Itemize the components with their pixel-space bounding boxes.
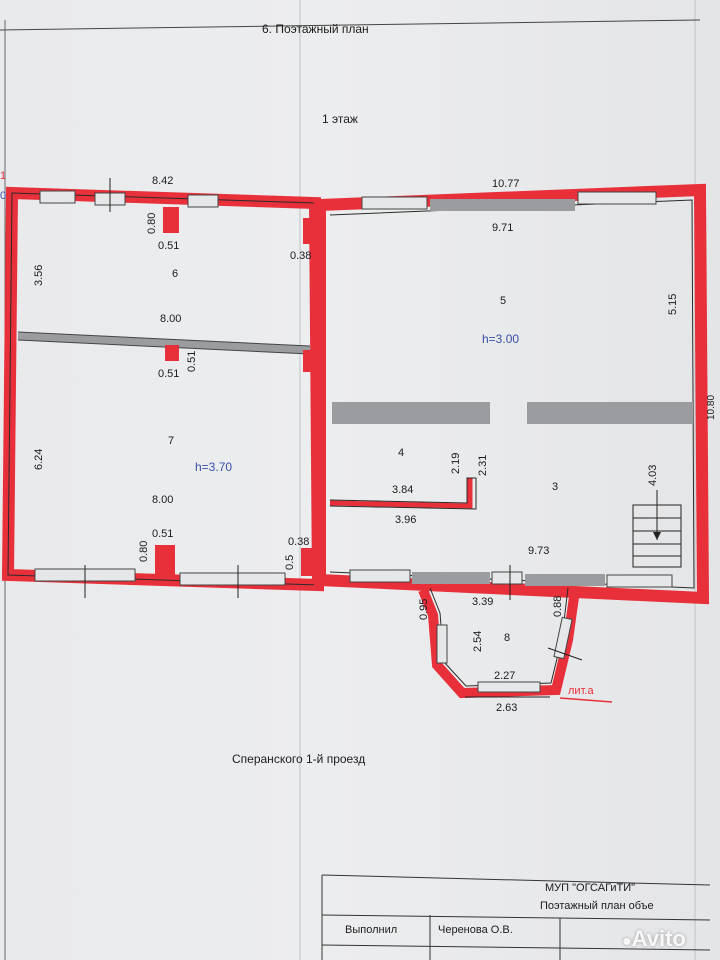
edge-mark-mid: 0 xyxy=(0,190,7,202)
dim-room4-length: 3.84 xyxy=(392,484,414,496)
dim-porch-left-side: 0.95 xyxy=(418,598,430,620)
dim-room5-inner-length: 9.71 xyxy=(492,222,514,234)
frame-line xyxy=(0,19,701,31)
porch-walls xyxy=(418,587,613,703)
dim-bottom-inner-length: 9.73 xyxy=(528,545,550,557)
dim-room4-depth-b: 2.31 xyxy=(477,454,489,476)
room-6-number: 6 xyxy=(172,268,179,280)
dim-left-top-length: 8.42 xyxy=(152,175,174,187)
title-block-lines xyxy=(321,874,711,960)
room-7-number: 7 xyxy=(168,435,175,447)
dim-room7-depth: 6.24 xyxy=(33,448,45,470)
dim-wall-small: 0.5 xyxy=(284,554,296,570)
avito-logo-icon: ● xyxy=(622,933,632,950)
dim-porch-inner-width: 2.27 xyxy=(494,670,516,682)
dim-wall-right-top: 0.38 xyxy=(290,250,312,262)
room-3-number: 3 xyxy=(552,481,559,493)
dim-pillar-top-h: 0.80 xyxy=(146,212,158,234)
height-right-block: h=3.00 xyxy=(482,332,520,346)
dim-porch-opening: 3.39 xyxy=(472,596,494,608)
dim-right-top-length: 10.77 xyxy=(492,178,520,190)
dim-porch-outer-width: 2.63 xyxy=(496,702,518,714)
dim-room4-outer-length: 3.96 xyxy=(395,514,417,526)
room-5-number: 5 xyxy=(500,295,507,307)
dim-room4-depth-a: 2.19 xyxy=(450,452,462,474)
dim-porch-right-side: 0.88 xyxy=(552,595,564,617)
right-block-walls xyxy=(314,183,710,605)
stamp-performed-label: Выполнил xyxy=(345,924,398,936)
street-label: Сперанского 1-й проезд xyxy=(232,752,366,766)
stamp-doc: Поэтажный план объе xyxy=(540,900,654,912)
lit-a-label: лит.а xyxy=(568,685,594,697)
dim-wall-right-bottom: 0.38 xyxy=(288,536,310,548)
edge-mark-top: 1 xyxy=(0,170,7,182)
dim-pillar-mid-h: 0.51 xyxy=(186,350,198,372)
dim-pillar-top-w: 0.51 xyxy=(158,240,180,252)
dim-room6-length: 8.00 xyxy=(160,313,182,325)
dim-room3-depth: 4.03 xyxy=(647,464,659,486)
avito-watermark: ●Avito xyxy=(622,926,686,951)
floor-title: 1 этаж xyxy=(322,112,358,126)
stamp-performer: Черенова О.В. xyxy=(438,924,513,936)
dim-room5-width: 5.15 xyxy=(667,293,679,315)
dim-pillar-mid-w: 0.51 xyxy=(158,368,180,380)
room-8-number: 8 xyxy=(504,632,511,644)
dim-pillar-bot-w: 0.51 xyxy=(152,528,174,540)
dim-porch-depth: 2.54 xyxy=(472,630,484,652)
dim-pillar-bot-h: 0.80 xyxy=(138,540,150,562)
dim-right-side-total: 10.80 xyxy=(706,394,717,420)
dim-room6-depth: 3.56 xyxy=(33,264,45,286)
section-title: 6. Поэтажный план xyxy=(262,22,369,36)
stamp-org: МУП "ОГСАГиТИ" xyxy=(545,882,636,894)
height-left-block: h=3.70 xyxy=(195,460,233,474)
dim-room7-length: 8.00 xyxy=(152,494,174,506)
room-4-number: 4 xyxy=(398,447,405,459)
